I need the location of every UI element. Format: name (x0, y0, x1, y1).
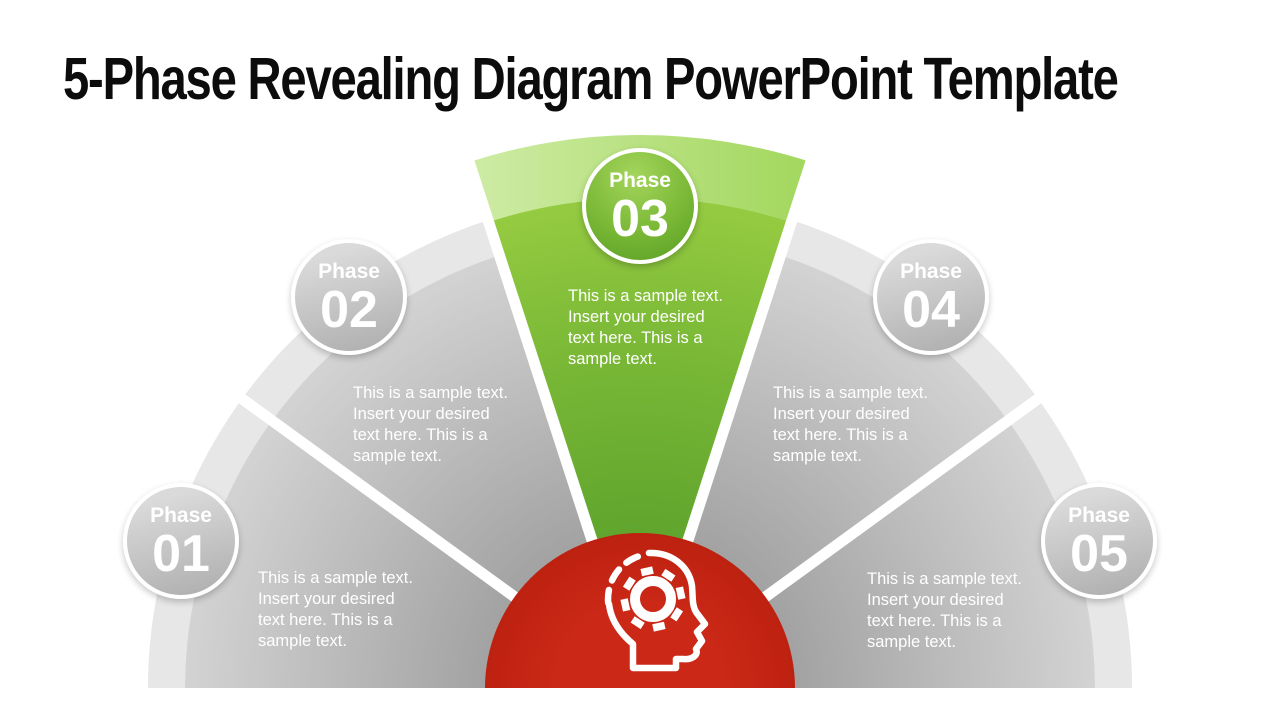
phase-05-description[interactable]: This is a sample text. Insert your desir… (867, 569, 1022, 653)
badge-phase-number: 02 (320, 280, 378, 339)
phase-1-rim-segment[interactable] (148, 402, 270, 688)
phase-03-description[interactable]: This is a sample text. Insert your desir… (568, 286, 723, 370)
description-line: text here. This is a (353, 426, 488, 444)
badge-phase-number: 01 (152, 524, 210, 583)
description-line: text here. This is a (773, 426, 908, 444)
description-line: sample text. (353, 447, 442, 465)
badge-phase-label: Phase (609, 168, 671, 192)
phase-badge-02[interactable]: Phase 02 (291, 239, 407, 355)
segment-divider-line (672, 153, 819, 574)
badge-phase-number: 03 (611, 189, 669, 248)
phase-badge-03[interactable]: Phase 03 (582, 148, 698, 264)
phase-badge-04[interactable]: Phase 04 (873, 239, 989, 355)
badge-phase-label: Phase (318, 259, 380, 283)
segment-divider-line (183, 354, 545, 621)
description-line: sample text. (258, 632, 347, 650)
badge-phase-label: Phase (1068, 503, 1130, 527)
phase-fan-diagram (148, 135, 1132, 688)
head-gear-icon (604, 549, 709, 672)
description-line: sample text. (867, 633, 956, 651)
badge-phase-number: 04 (902, 280, 960, 339)
description-line: Insert your desired (353, 405, 490, 423)
description-line: This is a sample text. (773, 384, 928, 402)
phase-badge-05[interactable]: Phase 05 (1041, 483, 1157, 599)
description-line: sample text. (773, 447, 862, 465)
segment-divider-line (735, 354, 1097, 621)
phase-5-rim-segment[interactable] (1010, 402, 1132, 688)
phase-3-wedge[interactable] (488, 198, 792, 688)
description-line: Insert your desired (867, 591, 1004, 609)
description-line: text here. This is a (867, 612, 1002, 630)
phase-01-description[interactable]: This is a sample text. Insert your desir… (258, 568, 413, 652)
description-line: text here. This is a (568, 329, 703, 347)
phase-04-description[interactable]: This is a sample text. Insert your desir… (773, 383, 928, 467)
segment-divider-line (461, 153, 608, 574)
description-line: text here. This is a (258, 611, 393, 629)
description-line: This is a sample text. (568, 287, 723, 305)
phase-badge-01[interactable]: Phase 01 (123, 483, 239, 599)
badge-phase-label: Phase (900, 259, 962, 283)
description-line: Insert your desired (258, 590, 395, 608)
badge-phase-number: 05 (1070, 524, 1128, 583)
description-line: This is a sample text. (867, 570, 1022, 588)
description-line: This is a sample text. (258, 569, 413, 587)
phase-02-description[interactable]: This is a sample text. Insert your desir… (353, 383, 508, 467)
description-line: Insert your desired (773, 405, 910, 423)
description-line: This is a sample text. (353, 384, 508, 402)
description-line: Insert your desired (568, 308, 705, 326)
description-line: sample text. (568, 350, 657, 368)
slide-title[interactable]: 5-Phase Revealing Diagram PowerPoint Tem… (63, 46, 1119, 112)
badge-phase-label: Phase (150, 503, 212, 527)
